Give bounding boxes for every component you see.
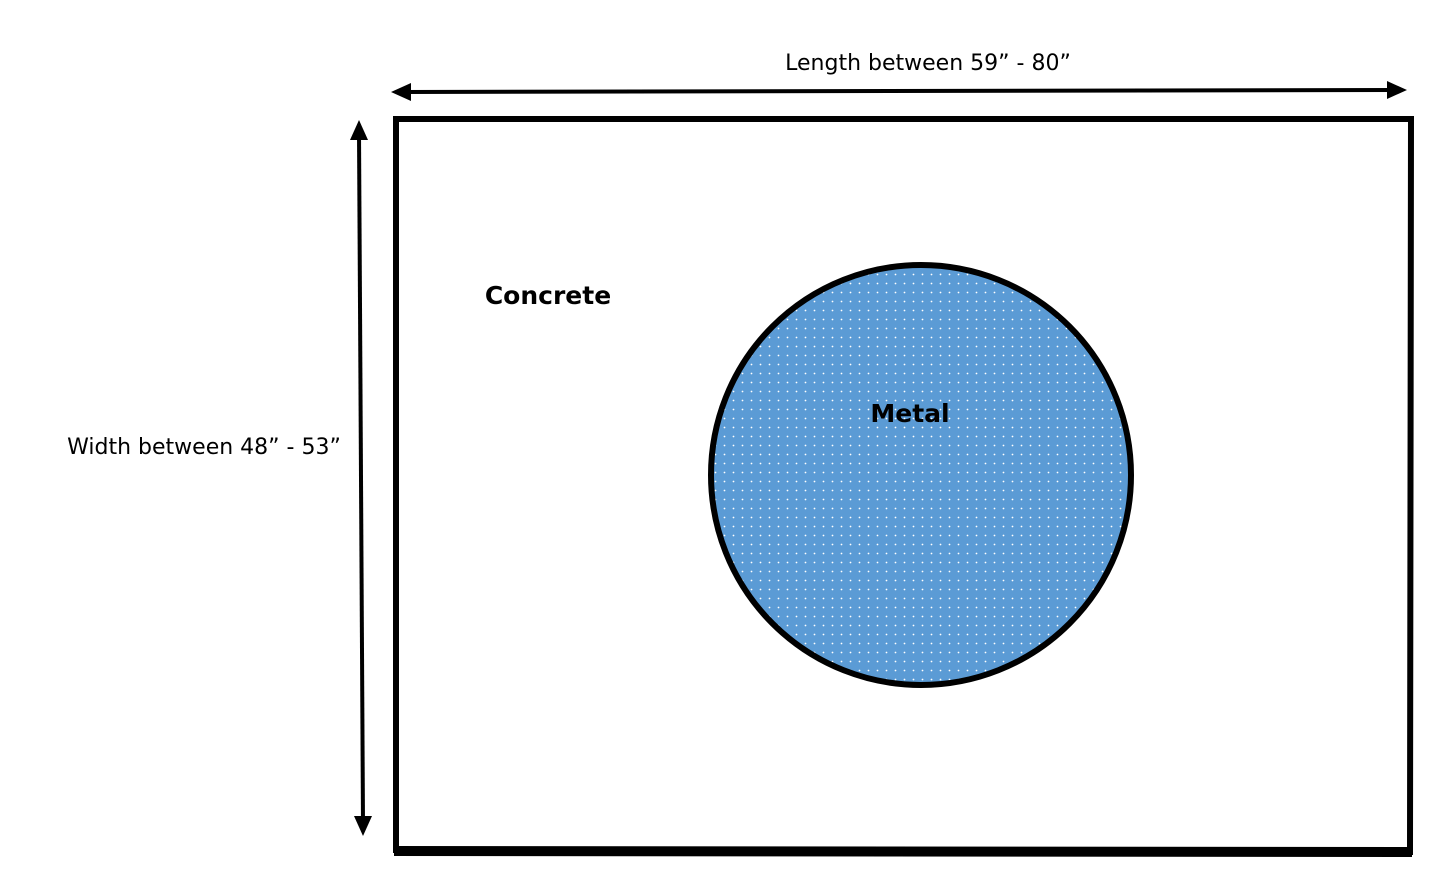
length-arrow-head-left xyxy=(391,83,411,101)
width-arrow-head-top xyxy=(350,120,368,140)
metal-plate xyxy=(708,262,1134,688)
length-label: Length between 59” - 80” xyxy=(785,51,1071,76)
metal-label: Metal xyxy=(870,399,949,428)
concrete-slab-bottom-edge xyxy=(393,846,1413,857)
width-arrow-shaft xyxy=(357,132,365,824)
length-arrow-shaft xyxy=(403,88,1395,94)
length-dimension-arrow xyxy=(391,81,1407,101)
width-label: Width between 48” - 53” xyxy=(67,435,341,460)
length-arrow-head-right xyxy=(1387,81,1407,99)
width-dimension-arrow xyxy=(350,120,372,836)
concrete-label: Concrete xyxy=(485,281,611,310)
width-arrow-head-bottom xyxy=(354,816,372,836)
